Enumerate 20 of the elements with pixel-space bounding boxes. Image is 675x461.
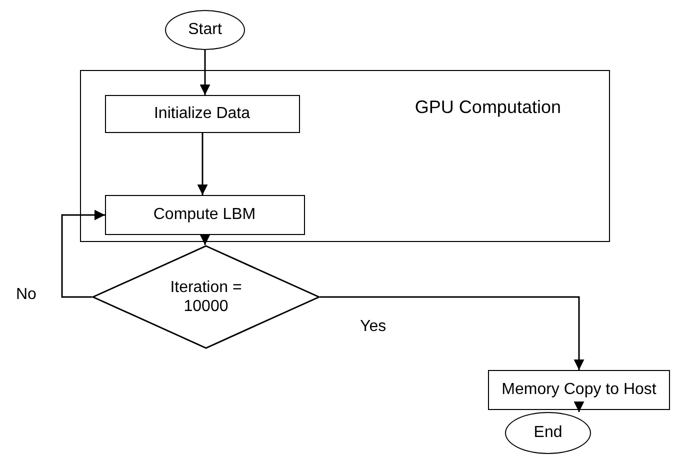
node-label: Compute LBM	[153, 204, 256, 224]
start-terminal	[165, 10, 245, 50]
node-label: End	[534, 423, 562, 443]
end-terminal	[505, 412, 591, 454]
process-box	[104, 94, 300, 132]
node-label: Memory Copy to Host	[502, 380, 656, 400]
process-box	[104, 194, 304, 234]
arrow	[574, 402, 584, 412]
decision-diamond	[92, 245, 320, 349]
process-box	[488, 370, 670, 410]
arrow	[200, 234, 210, 245]
node-label: Start	[188, 20, 222, 40]
arrow	[61, 210, 105, 298]
node-label: Initialize Data	[154, 104, 250, 124]
arrow	[200, 50, 210, 95]
arrow	[320, 296, 584, 370]
group-heading: GPU Computation	[414, 97, 561, 119]
arrow	[197, 133, 208, 195]
node-label: Iteration = 10000	[169, 278, 243, 316]
group-container	[80, 70, 610, 242]
